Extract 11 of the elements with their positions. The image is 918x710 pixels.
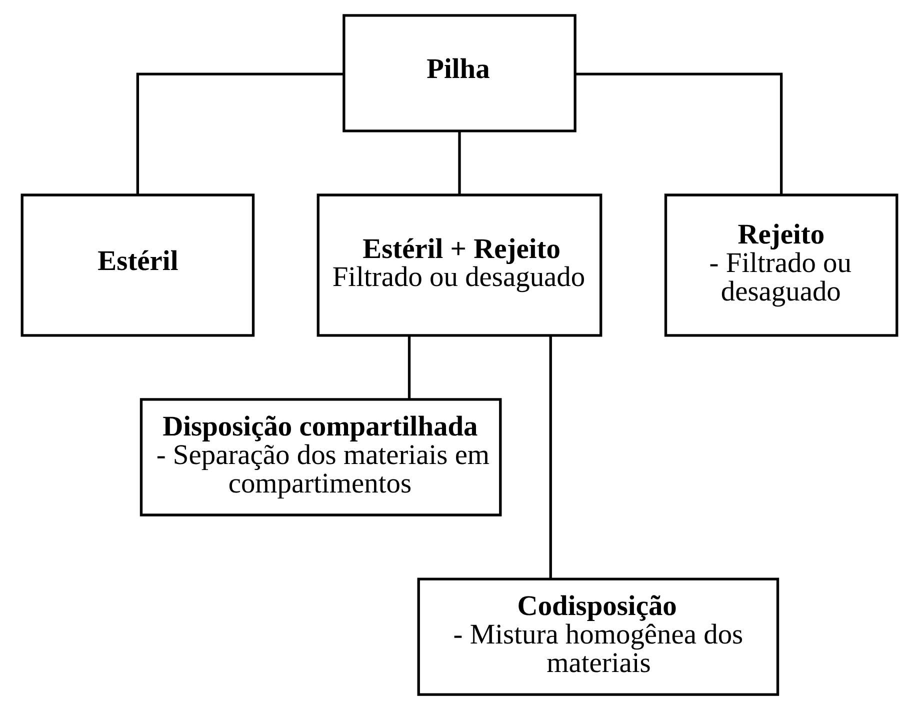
connector [548,336,552,578]
node-box: Disposição compartilhada - Separação dos materiais em compartimentos [139,398,502,516]
node-box: Estéril + Rejeito Filtrado ou desaguado [316,194,602,337]
node-box: Codisposição - Mistura homogênea dos materiais [416,578,779,696]
node-box: Estéril [20,194,254,337]
connector [574,72,782,195]
connector [136,72,344,195]
node-box: Pilha [342,14,576,132]
connector [407,336,410,400]
node-box: Rejeito - Filtrado ou desaguado [664,194,898,337]
connector [458,131,460,194]
